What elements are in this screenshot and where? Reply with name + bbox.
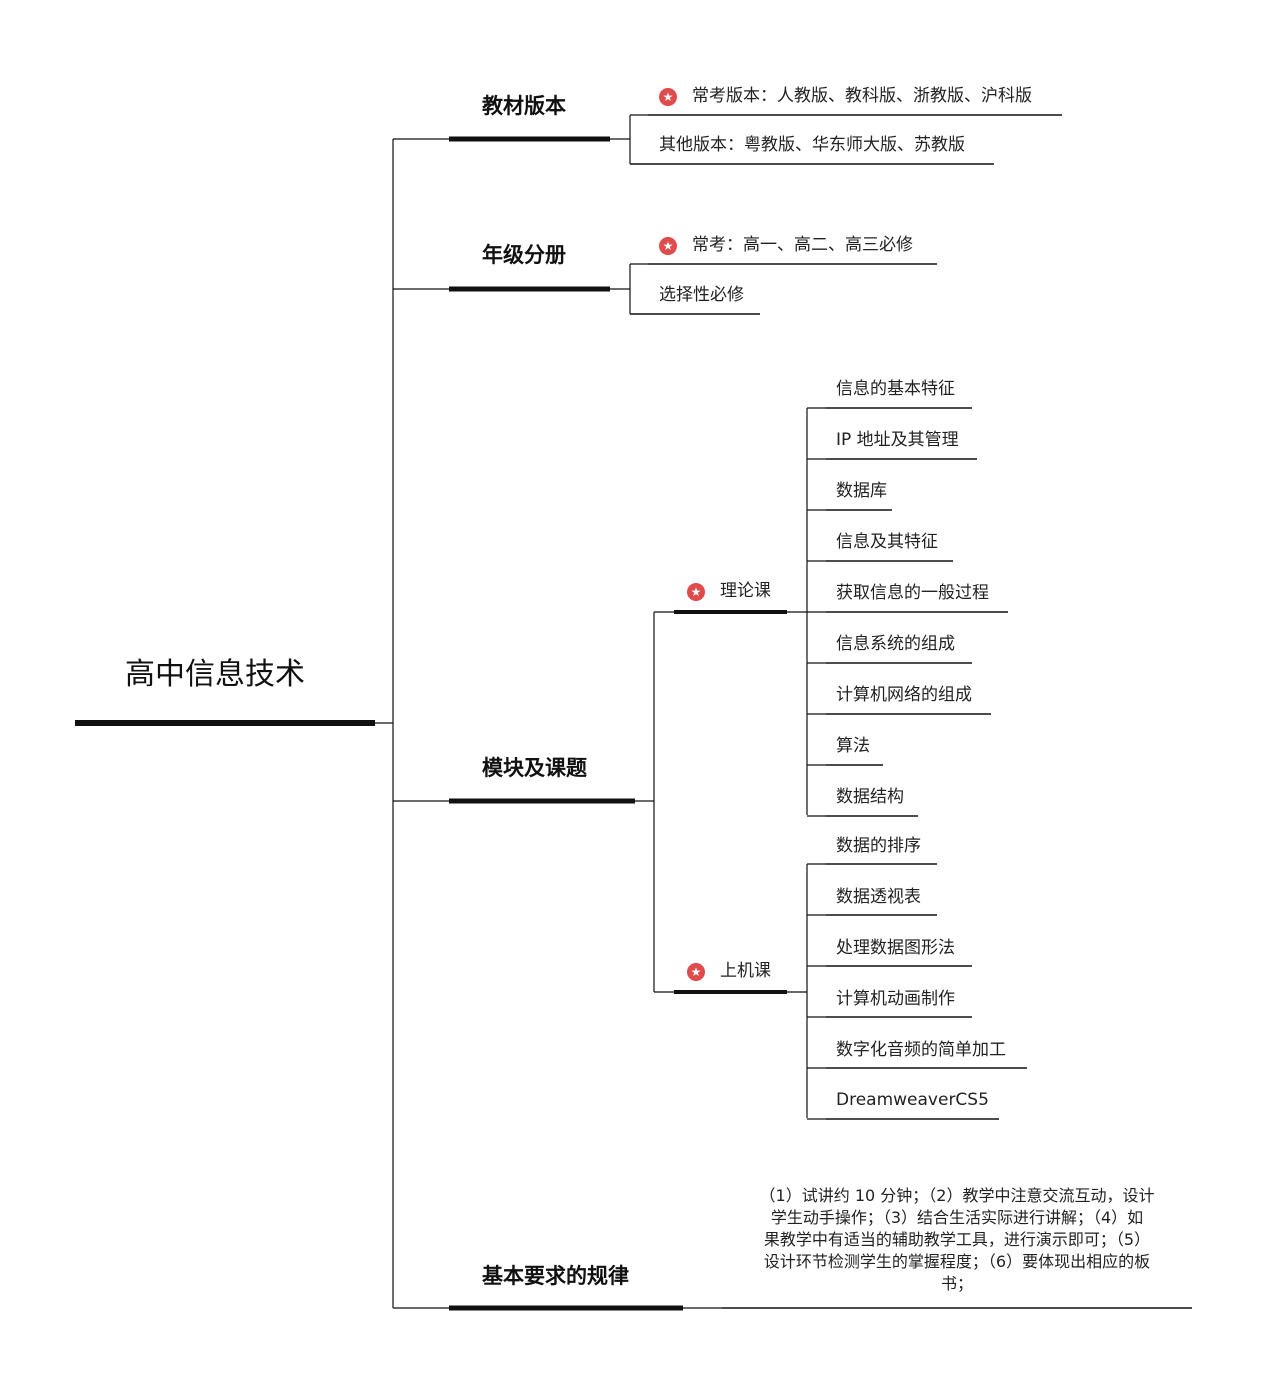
branch-title-grade: 年级分册 <box>482 243 566 267</box>
theory-course-label: 理论课 <box>720 581 771 601</box>
theory-item: 计算机网络的组成 <box>836 685 972 705</box>
star-icon: ★ <box>687 963 705 981</box>
theory-item: 信息系统的组成 <box>836 634 955 654</box>
textbook-item: 其他版本：粤教版、华东师大版、苏教版 <box>659 135 965 155</box>
root-title: 高中信息技术 <box>125 657 305 692</box>
theory-item: 算法 <box>836 736 870 756</box>
textbook-item: 常考版本：人教版、教科版、浙教版、沪科版 <box>692 86 1032 106</box>
theory-item: 数据库 <box>836 481 887 501</box>
theory-item: 信息的基本特征 <box>836 379 955 399</box>
lab-item: 数据的排序 <box>836 836 921 856</box>
grade-item: 常考：高一、高二、高三必修 <box>692 235 913 255</box>
branch-title-modules: 模块及课题 <box>482 756 587 780</box>
requirements-line: 书； <box>940 1274 973 1293</box>
requirements-line: 果教学中有适当的辅助教学工具，进行演示即可；（5） <box>763 1230 1151 1249</box>
lab-item: 计算机动画制作 <box>836 989 955 1009</box>
theory-item: IP 地址及其管理 <box>836 430 959 450</box>
star-icon: ★ <box>687 583 705 601</box>
branch-title-textbook: 教材版本 <box>482 94 566 118</box>
star-icon: ★ <box>659 88 677 106</box>
grade-item: 选择性必修 <box>659 285 744 305</box>
lab-item: 数字化音频的简单加工 <box>836 1040 1006 1060</box>
theory-item: 信息及其特征 <box>836 532 938 552</box>
requirements-line: 学生动手操作；（3）结合生活实际进行讲解；（4）如 <box>770 1208 1144 1227</box>
theory-item: 获取信息的一般过程 <box>836 583 989 603</box>
lab-course-label: 上机课 <box>720 961 771 981</box>
requirements-line: （1）试讲约 10 分钟；（2）教学中注意交流互动，设计 <box>759 1186 1155 1205</box>
lab-item: 处理数据图形法 <box>836 938 955 958</box>
theory-item: 数据结构 <box>836 787 904 807</box>
requirements-line: 设计环节检测学生的掌握程度；（6）要体现出相应的板 <box>763 1252 1151 1271</box>
lab-item: 数据透视表 <box>836 887 921 907</box>
lab-item: DreamweaverCS5 <box>836 1090 989 1110</box>
requirements-text: （1）试讲约 10 分钟；（2）教学中注意交流互动，设计 学生动手操作；（3）结… <box>722 1185 1192 1295</box>
branch-title-requirements: 基本要求的规律 <box>482 1264 629 1288</box>
star-icon: ★ <box>659 237 677 255</box>
